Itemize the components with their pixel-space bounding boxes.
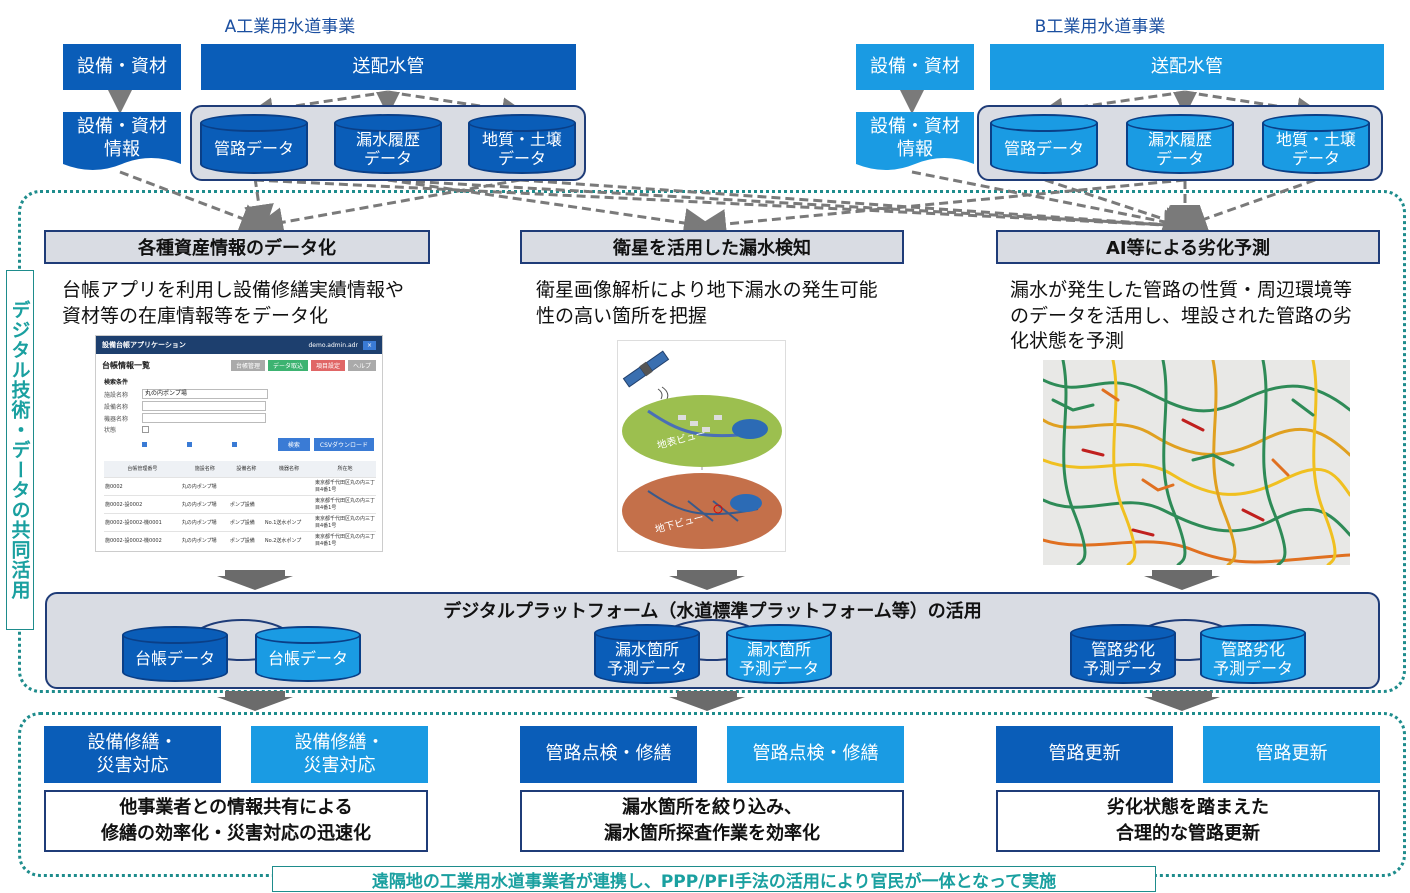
vertical-label: デジタル技術・データの共同活用 (6, 270, 34, 630)
column-title-ai: AI等による劣化予測 (996, 230, 1380, 264)
org-a-db-soil: 地質・土壌 データ (468, 114, 576, 174)
field-input[interactable]: 丸の内ポンプ場 (142, 389, 268, 399)
org-b-db-soil: 地質・土壌 データ (1262, 114, 1370, 174)
app-header: 設備台帳アプリケーション demo.admin.adr × (96, 336, 382, 354)
field-label: 設備名称 (104, 403, 129, 411)
arrow-bar (1152, 570, 1212, 576)
org-b-equipment: 設備・資材 (856, 44, 974, 90)
down-arrow-icon (669, 697, 745, 711)
outcome-inspect-a: 管路点検・修繕 (520, 726, 697, 783)
outcome-inspect-b: 管路点検・修繕 (727, 726, 904, 783)
org-b-title: B工業用水道事業 (1034, 17, 1166, 37)
app-search-title: 検索条件 (104, 379, 129, 386)
org-a-db-pipe: 管路データ (200, 114, 308, 174)
platform-db-leak-b: 漏水箇所 予測データ (726, 624, 832, 684)
org-a-equipment-info: 設備・資材 情報 (77, 116, 167, 160)
app-btn-ledger[interactable]: 台帳管理 (230, 360, 265, 371)
platform-title: デジタルプラットフォーム（水道標準プラットフォーム等）の活用 (443, 601, 982, 622)
outcome-renew-b: 管路更新 (1203, 726, 1380, 783)
satellite-icon (622, 350, 670, 388)
down-arrow-icon (669, 576, 745, 590)
field-checkbox[interactable] (142, 442, 147, 447)
field-label: 機器名称 (104, 415, 129, 423)
column-desc-satellite: 衛星画像解析により地下漏水の発生可能性の高い箇所を把握 (536, 279, 878, 327)
app-page-title: 台帳情報一覧 (102, 361, 150, 370)
platform-db-leak-a: 漏水箇所 予測データ (594, 624, 700, 684)
org-b-equipment-info: 設備・資材 情報 (870, 116, 960, 160)
table-header: 所在地 (337, 466, 353, 473)
app-user: demo.admin.adr (308, 341, 358, 349)
arrow-bar (225, 691, 285, 697)
arrow-bar (677, 691, 737, 697)
column-desc-ai: 漏水が発生した管路の性質・周辺環境等のデータを活用し、埋設された管路の劣化状態を… (1010, 279, 1353, 353)
outcome-result-renew: 劣化状態を踏まえた 合理的な管路更新 (996, 790, 1380, 852)
org-a-equipment: 設備・資材 (63, 44, 181, 90)
app-title: 設備台帳アプリケーション (102, 341, 186, 349)
table-header: 台帳管理番号 (127, 466, 158, 473)
org-a-db-leak: 漏水履歴 データ (334, 114, 442, 174)
down-arrow-icon (1144, 576, 1220, 590)
down-arrow-icon (1144, 697, 1220, 711)
logout-button[interactable]: × (362, 340, 376, 350)
outcome-repair-b: 設備修繕・ 災害対応 (251, 726, 428, 783)
org-b-equipment-info-doc: 設備・資材 情報 (856, 112, 974, 172)
field-input[interactable] (142, 413, 266, 423)
down-arrow-icon (217, 697, 293, 711)
table-header: 機器名称 (278, 466, 299, 473)
platform-db-ledger-b: 台帳データ (255, 626, 361, 682)
app-search-button[interactable]: 検索 (277, 438, 310, 451)
column-title-satellite: 衛星を活用した漏水検知 (520, 230, 904, 264)
platform-db-ledger-a: 台帳データ (122, 626, 228, 682)
footer-banner: 遠隔地の工業用水道事業者が連携し、PPP/PFI手法の活用により官民が一体となっ… (272, 866, 1156, 892)
outcome-result-inspect: 漏水箇所を絞り込み、 漏水箇所探査作業を効率化 (520, 790, 904, 852)
org-a-pipes: 送配水管 (201, 44, 576, 90)
field-checkbox[interactable] (187, 442, 192, 447)
org-a-title: A工業用水道事業 (224, 17, 356, 37)
column-title-assets: 各種資産情報のデータ化 (44, 230, 430, 264)
table-header: 設備名称 (236, 466, 257, 473)
table-header: 施設名称 (194, 466, 215, 473)
down-arrow-icon (217, 576, 293, 590)
platform-db-pipe-b: 管路劣化 予測データ (1200, 624, 1306, 684)
app-btn-items[interactable]: 項目設定 (310, 360, 345, 371)
app-csv-button[interactable]: CSVダウンロード (313, 438, 374, 451)
field-checkbox[interactable] (142, 426, 149, 433)
arrow-bar (677, 570, 737, 576)
ledger-app-screenshot: 設備台帳アプリケーション demo.admin.adr × 台帳情報一覧 台帳管… (95, 335, 383, 552)
app-btn-help[interactable]: ヘルプ (347, 360, 376, 371)
field-input[interactable] (142, 401, 266, 411)
org-b-db-leak: 漏水履歴 データ (1126, 114, 1234, 174)
satellite-illustration: 地表ビュー 地下ビュー (617, 340, 786, 552)
field-label: 状態 (104, 427, 117, 434)
column-desc-assets: 台帳アプリを利用し設備修繕実績情報や資材等の在庫情報等をデータ化 (62, 279, 405, 327)
org-b-db-pipe: 管路データ (990, 114, 1098, 174)
org-a-equipment-info-doc: 設備・資材 情報 (63, 112, 181, 172)
outcome-renew-a: 管路更新 (996, 726, 1173, 783)
degradation-map (1043, 360, 1350, 565)
outcome-repair-a: 設備修繕・ 災害対応 (44, 726, 221, 783)
platform-db-pipe-a: 管路劣化 予測データ (1070, 624, 1176, 684)
field-checkbox[interactable] (232, 442, 237, 447)
arrow-bar (1152, 691, 1212, 697)
outcome-result-repair: 他事業者との情報共有による 修繕の効率化・災害対応の迅速化 (44, 790, 428, 852)
arrow-bar (225, 570, 285, 576)
org-b-pipes: 送配水管 (990, 44, 1384, 90)
field-label: 施設名称 (104, 391, 129, 399)
app-btn-import[interactable]: データ取込 (267, 360, 308, 371)
